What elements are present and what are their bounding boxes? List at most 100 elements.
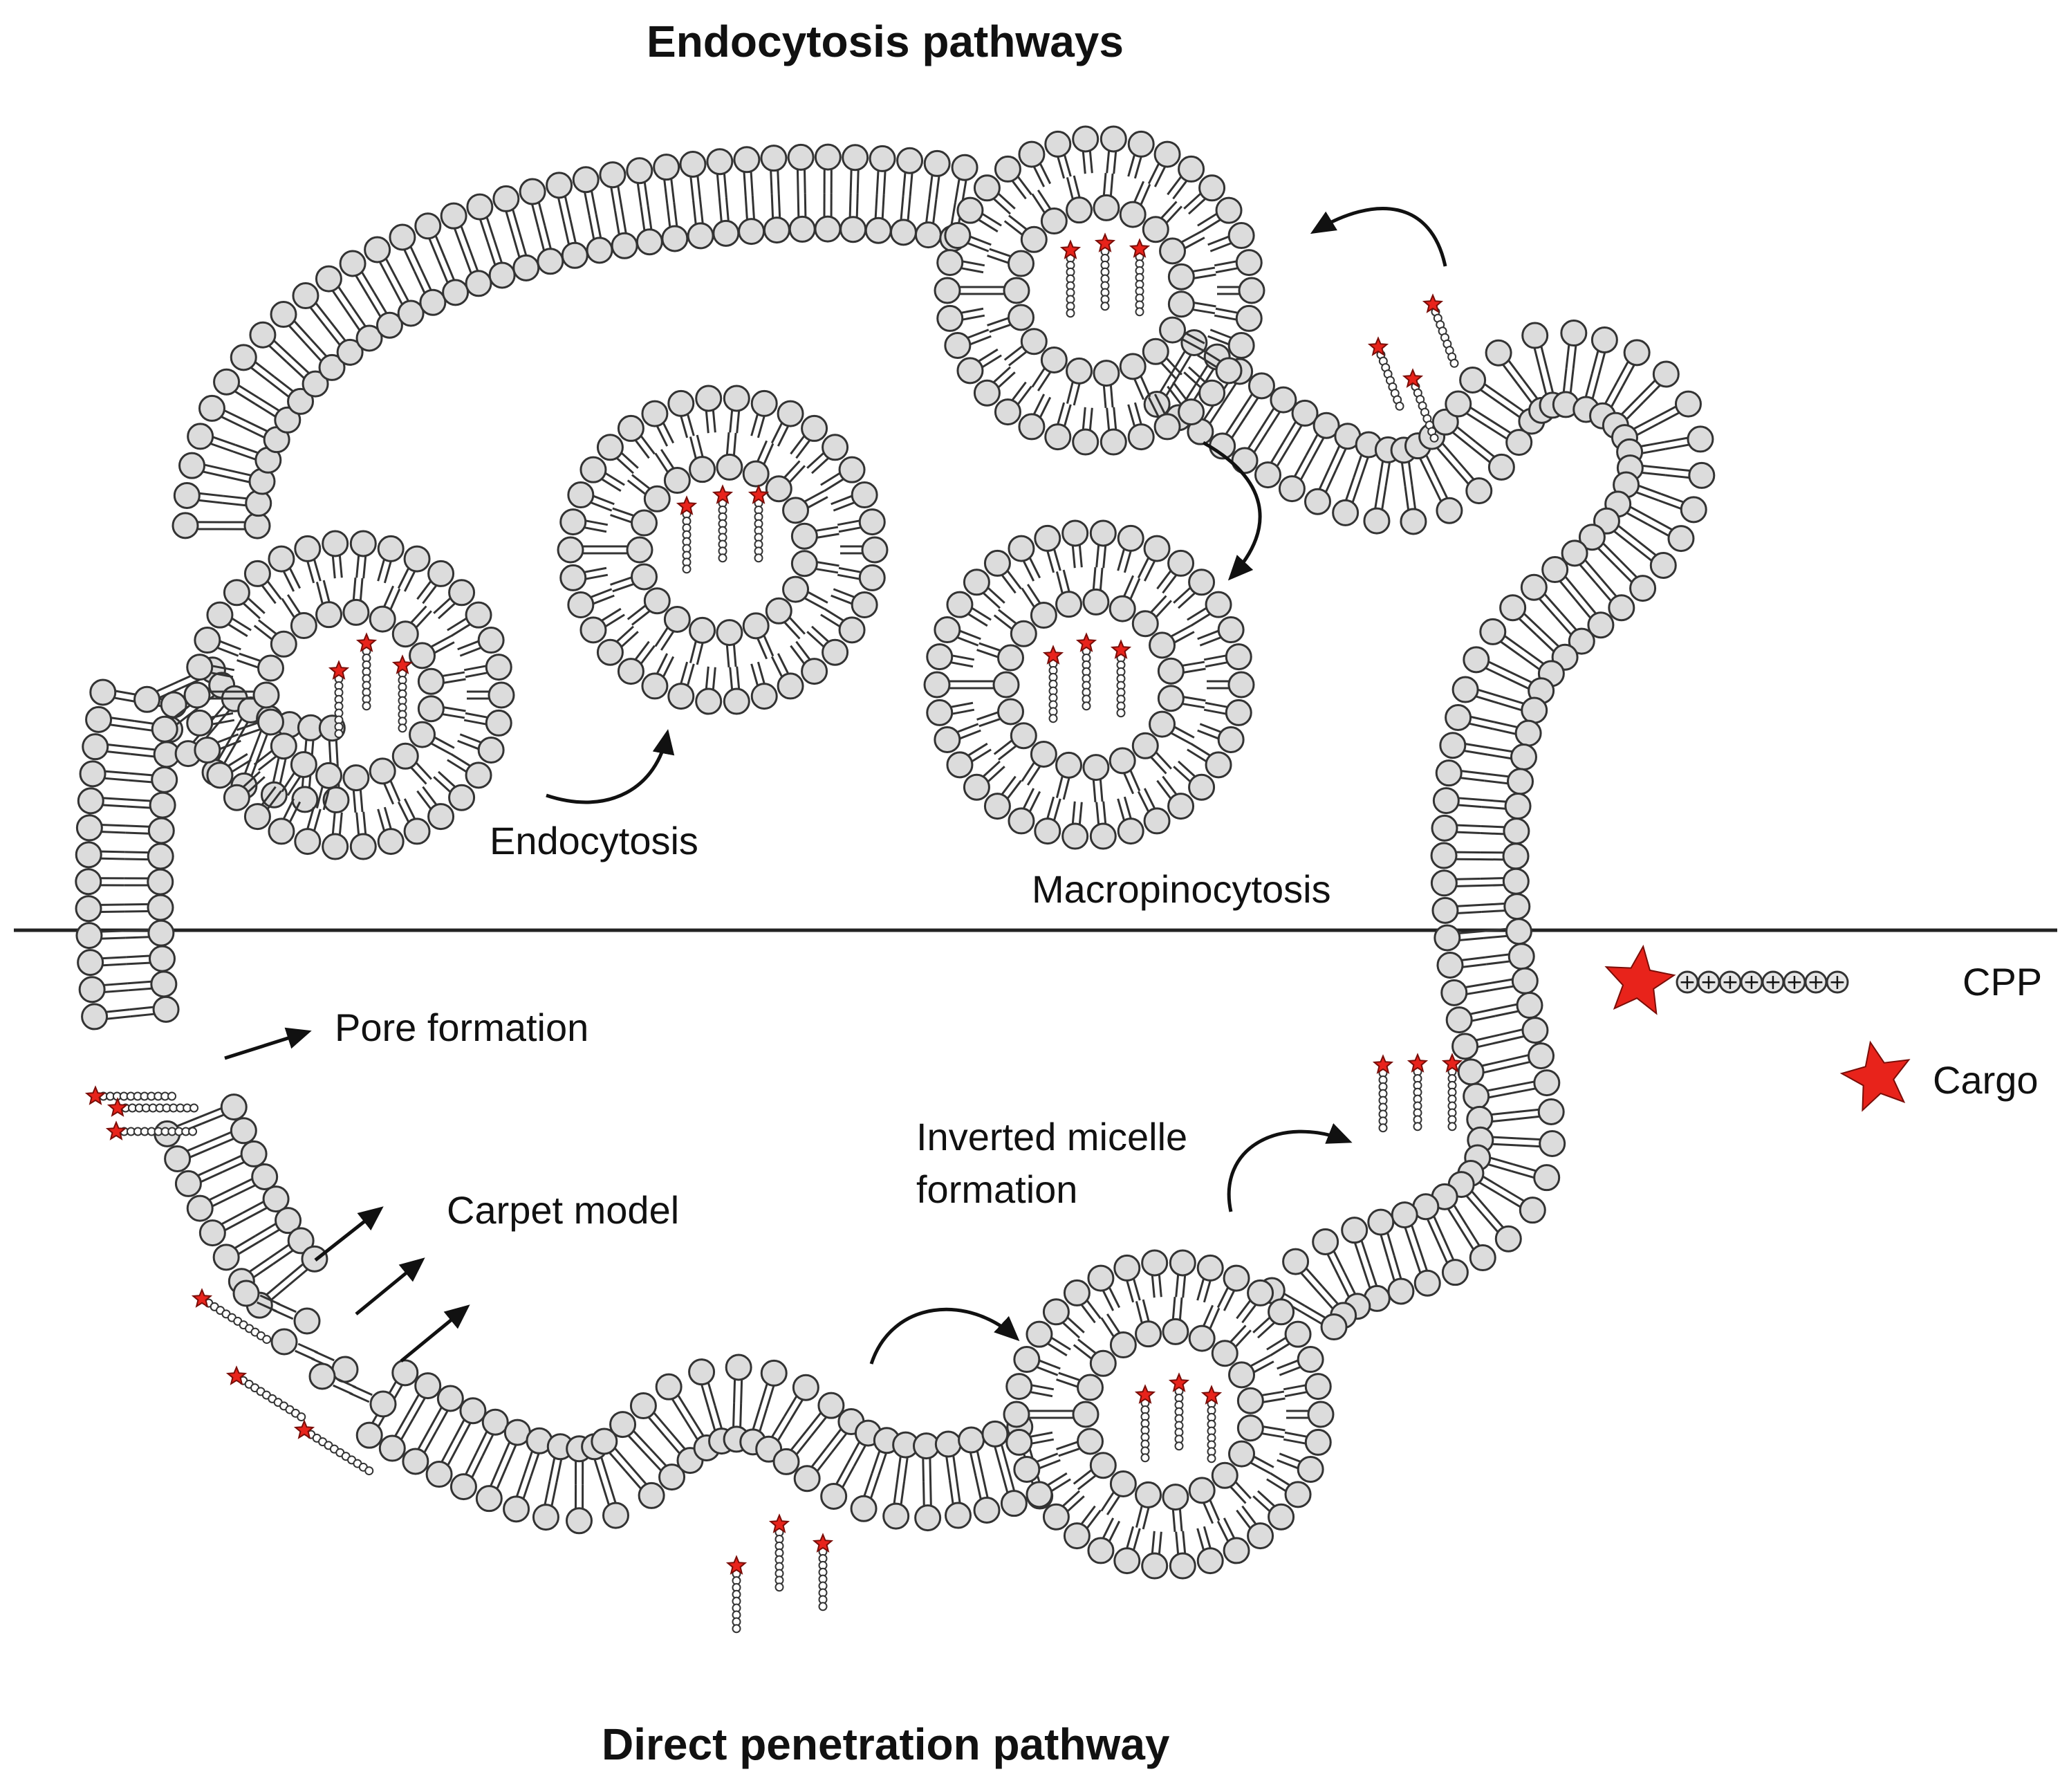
lipid bbox=[716, 619, 743, 667]
lipid bbox=[124, 868, 174, 896]
lipid bbox=[695, 385, 723, 434]
lipid bbox=[738, 195, 766, 246]
lipid bbox=[783, 1374, 819, 1421]
lipid bbox=[1142, 201, 1182, 243]
endocytosis-pathways-title: Endocytosis pathways bbox=[647, 17, 1124, 66]
cpp-positive-charge: + bbox=[1740, 970, 1763, 995]
lipid bbox=[186, 709, 235, 737]
lipid bbox=[1142, 338, 1182, 380]
lipid bbox=[963, 760, 1005, 801]
carpet-model-label: Carpet model bbox=[447, 1188, 680, 1232]
lipid bbox=[1196, 1254, 1224, 1303]
peptide-bead bbox=[1082, 701, 1091, 711]
lipid bbox=[926, 699, 975, 726]
lipid bbox=[268, 1227, 315, 1265]
lipid bbox=[1451, 461, 1493, 505]
lipid bbox=[369, 757, 401, 805]
lipid bbox=[463, 654, 512, 681]
lipid bbox=[1119, 181, 1151, 228]
lipid-pair bbox=[308, 1363, 397, 1418]
cargo-star bbox=[1168, 1372, 1190, 1392]
lipid bbox=[171, 512, 222, 539]
lipid bbox=[869, 145, 896, 195]
lipid bbox=[286, 355, 329, 398]
lipid bbox=[457, 733, 505, 764]
lipid bbox=[1647, 517, 1695, 553]
lipid bbox=[579, 607, 625, 644]
cpp-positive-charge: + bbox=[1804, 970, 1828, 995]
lipid bbox=[416, 786, 455, 831]
cpp-cargo-conjugate bbox=[106, 1097, 199, 1117]
peptide-bead bbox=[682, 564, 692, 574]
cargo-star bbox=[1110, 639, 1132, 659]
cargo-star bbox=[225, 1365, 248, 1385]
lipid bbox=[1312, 1228, 1346, 1277]
lipid bbox=[586, 214, 613, 264]
lipid bbox=[1147, 394, 1181, 441]
legend-cargo-label: Cargo bbox=[1933, 1058, 2039, 1102]
lipid bbox=[842, 144, 869, 194]
cargo-star bbox=[812, 1533, 834, 1553]
lipid bbox=[75, 922, 126, 950]
lipid bbox=[315, 580, 343, 629]
lipid bbox=[1439, 732, 1490, 759]
cargo-star bbox=[1402, 368, 1424, 388]
cargo-star bbox=[293, 1419, 315, 1439]
lipid bbox=[635, 205, 663, 256]
lipid bbox=[617, 640, 656, 685]
lipid bbox=[987, 248, 1035, 277]
lipid bbox=[1236, 1505, 1274, 1550]
lipid bbox=[831, 588, 878, 618]
lipid bbox=[124, 894, 174, 921]
peptide-bead bbox=[1174, 1441, 1184, 1451]
lipid bbox=[322, 530, 349, 579]
lipid bbox=[1013, 1452, 1061, 1483]
lipid bbox=[814, 143, 842, 194]
lipid bbox=[742, 612, 774, 660]
lipid bbox=[437, 257, 470, 306]
lipid bbox=[1159, 230, 1205, 265]
peptide-bead bbox=[398, 723, 407, 733]
lipid bbox=[782, 575, 828, 610]
lipid bbox=[572, 166, 600, 216]
lipid bbox=[221, 512, 271, 539]
cargo-star bbox=[1094, 232, 1116, 252]
carpet-model-arrow-1 bbox=[314, 1206, 384, 1262]
lipid bbox=[1277, 1452, 1324, 1483]
lipid bbox=[194, 733, 241, 764]
lipid bbox=[75, 841, 125, 869]
lipid bbox=[1207, 671, 1255, 699]
lipid bbox=[1479, 842, 1530, 870]
lipid bbox=[1173, 569, 1216, 609]
cpp-cargo-conjugate bbox=[725, 1555, 748, 1634]
lipid bbox=[1479, 618, 1525, 656]
lipid bbox=[1436, 951, 1487, 979]
lipid bbox=[206, 601, 252, 638]
peptide-bead bbox=[774, 1582, 784, 1592]
lipid bbox=[1283, 1428, 1332, 1456]
lipid bbox=[391, 605, 432, 648]
lipid bbox=[1026, 1320, 1071, 1357]
cpp-cargo-conjugate bbox=[1059, 239, 1082, 318]
lipid bbox=[294, 535, 322, 584]
lipid bbox=[1332, 477, 1362, 526]
lipid bbox=[253, 619, 297, 658]
peptide-bead bbox=[1449, 358, 1459, 368]
peptide-bead bbox=[262, 1335, 272, 1345]
lipid bbox=[519, 178, 546, 228]
lipid bbox=[1137, 535, 1171, 582]
cpp-cargo-conjugate bbox=[1094, 232, 1116, 311]
lipid bbox=[206, 752, 252, 789]
cpp-cargo-conjugate bbox=[1402, 368, 1439, 443]
lipid bbox=[1252, 1490, 1295, 1531]
lipid bbox=[304, 338, 346, 381]
cargo-star bbox=[1441, 1053, 1463, 1073]
lipid bbox=[243, 560, 282, 604]
lipid bbox=[187, 423, 236, 453]
cpp-cargo-conjugate bbox=[293, 1419, 374, 1476]
lipid bbox=[1614, 560, 1657, 602]
lipid bbox=[765, 460, 806, 503]
lipid bbox=[1135, 1481, 1162, 1530]
lipid bbox=[1435, 759, 1485, 787]
